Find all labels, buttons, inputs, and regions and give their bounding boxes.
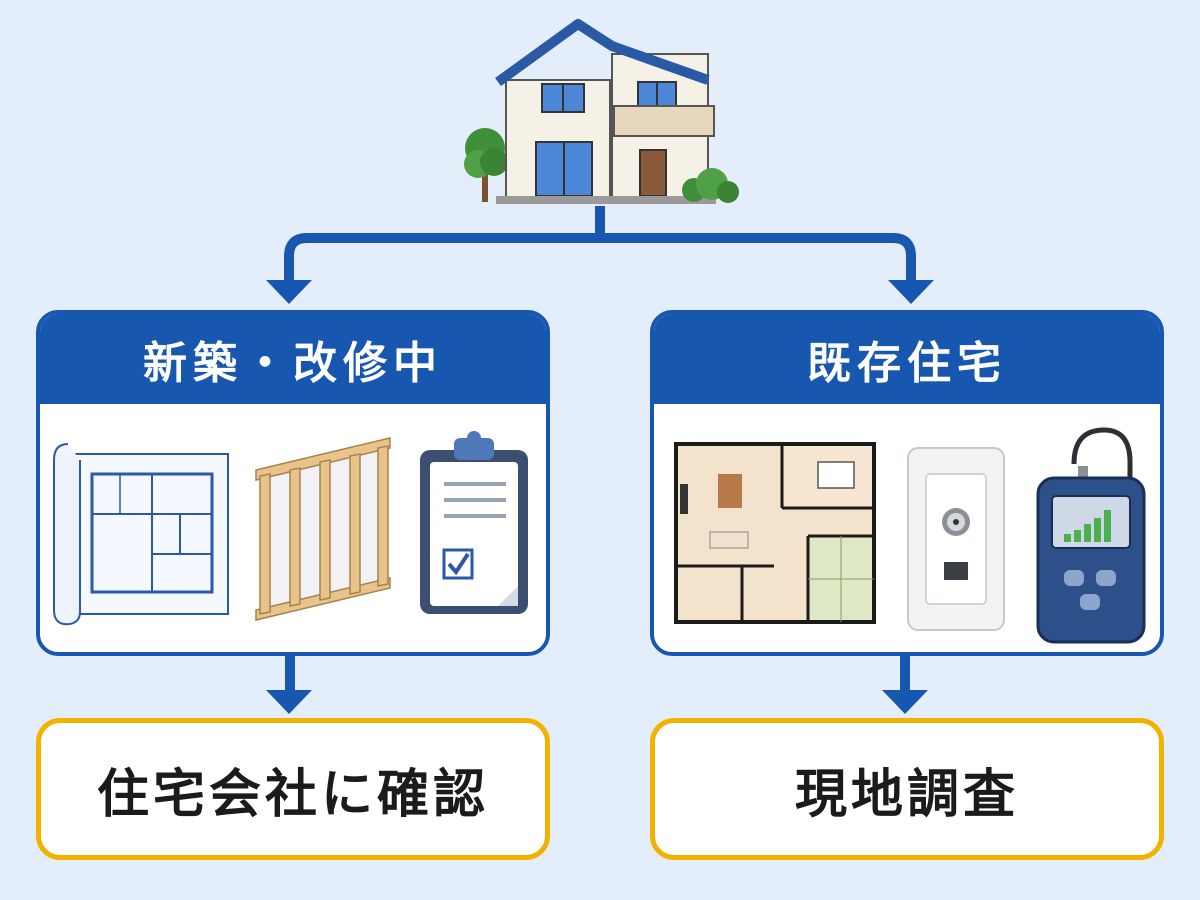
existing-house-icons <box>674 427 1146 644</box>
new-build-heading: 新築・改修中 <box>40 314 546 404</box>
result-arrows <box>266 656 928 714</box>
existing-house-heading: 既存住宅 <box>654 314 1160 404</box>
existing-house-panel: 既存住宅 <box>650 310 1164 656</box>
room-layout-plan-icon <box>674 442 876 624</box>
arrow-down-left <box>266 280 312 304</box>
house-icon <box>464 19 739 204</box>
new-build-panel: 新築・改修中 <box>36 310 550 656</box>
result-site-survey: 現地調査 <box>650 718 1164 860</box>
checklist-clipboard-icon <box>420 431 528 614</box>
arrow-down-right <box>888 280 934 304</box>
floor-plan-blueprint-icon <box>53 443 229 626</box>
tv-antenna-wall-outlet-icon <box>907 447 1005 631</box>
signal-level-meter-icon <box>1036 427 1146 644</box>
result-confirm-builder: 住宅会社に確認 <box>36 718 550 860</box>
branch-connector <box>284 206 916 282</box>
new-build-icons <box>53 431 528 626</box>
wood-wall-frame-icon <box>255 437 391 621</box>
